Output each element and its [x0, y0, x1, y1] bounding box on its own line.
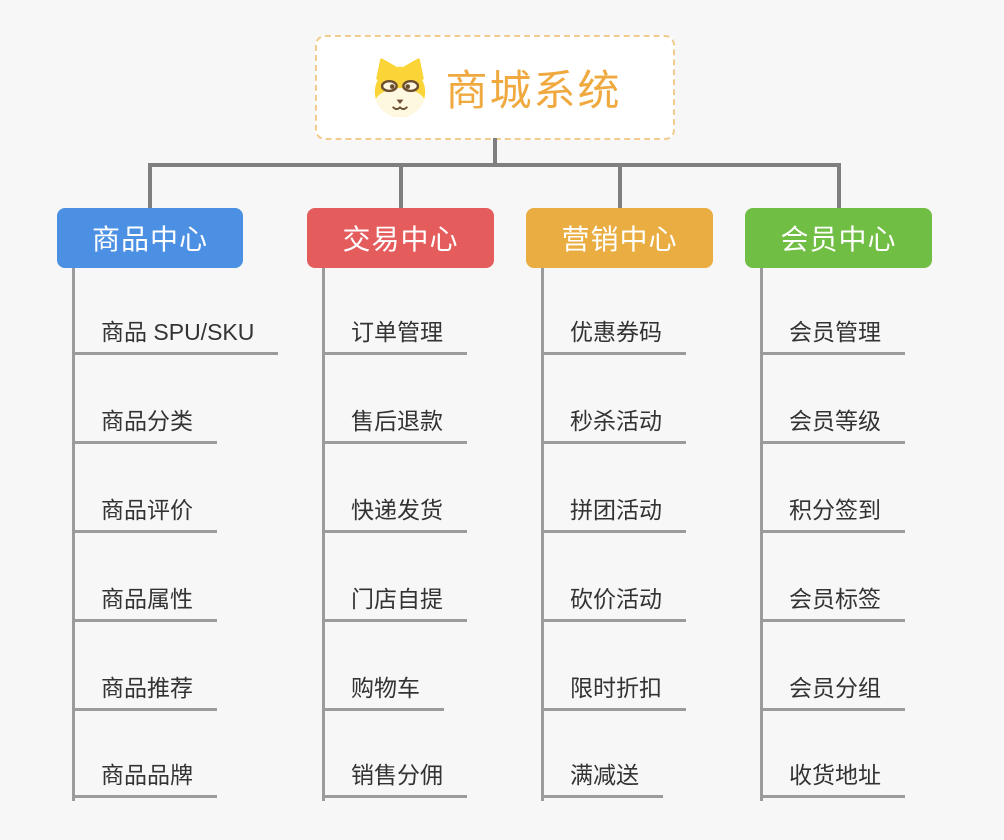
leaf-topic[interactable]: 售后退款	[322, 394, 467, 444]
leaf-topic[interactable]: 满减送	[541, 748, 663, 798]
leaf-topic[interactable]: 拼团活动	[541, 483, 686, 533]
leaf-topic[interactable]: 会员标签	[760, 572, 905, 622]
connector-branch-stem	[148, 163, 152, 210]
dog-face-icon	[375, 57, 426, 117]
connector-branch-stem	[617, 163, 622, 210]
leaf-topic[interactable]: 购物车	[322, 661, 444, 711]
leaf-topic[interactable]: 限时折扣	[541, 661, 686, 711]
leaf-topic[interactable]: 会员等级	[760, 394, 905, 444]
leaf-topic[interactable]: 销售分佣	[322, 748, 467, 798]
leaf-topic[interactable]: 会员管理	[760, 305, 905, 355]
leaf-topic[interactable]: 砍价活动	[541, 572, 686, 622]
branch-node-trade-center[interactable]: 交易中心	[307, 208, 494, 268]
branch-label-member-center: 会员中心	[780, 224, 897, 255]
branch-label-product-center: 商品中心	[91, 224, 208, 255]
branch-column-line	[322, 268, 325, 801]
leaf-topic[interactable]: 商品评价	[72, 483, 217, 533]
branch-column-line	[72, 268, 75, 801]
connector-branch-stem	[836, 163, 841, 210]
leaf-topic[interactable]: 会员分组	[760, 661, 905, 711]
leaf-topic[interactable]: 优惠券码	[541, 305, 686, 355]
leaf-topic[interactable]: 积分签到	[760, 483, 905, 533]
leaf-topic[interactable]: 收货地址	[760, 748, 905, 798]
connector-root-stem	[493, 138, 497, 165]
leaf-topic[interactable]: 秒杀活动	[541, 394, 686, 444]
leaf-topic[interactable]: 商品推荐	[72, 661, 217, 711]
leaf-topic[interactable]: 商品品牌	[72, 748, 217, 798]
root-node[interactable]: 商城系统	[315, 35, 675, 140]
root-label: 商城系统	[445, 67, 622, 114]
branch-column-line	[541, 268, 544, 801]
branch-column-line	[760, 268, 763, 801]
leaf-topic[interactable]: 商品分类	[72, 394, 217, 444]
leaf-topic[interactable]: 门店自提	[322, 572, 467, 622]
leaf-topic[interactable]: 商品 SPU/SKU	[72, 305, 279, 355]
branch-label-trade-center: 交易中心	[342, 224, 459, 255]
branch-node-member-center[interactable]: 会员中心	[745, 208, 932, 268]
leaf-topic[interactable]: 订单管理	[322, 305, 467, 355]
branch-node-marketing-center[interactable]: 营销中心	[526, 208, 713, 268]
leaf-topic[interactable]: 快递发货	[322, 483, 467, 533]
leaf-topic[interactable]: 商品属性	[72, 572, 217, 622]
branch-label-marketing-center: 营销中心	[561, 224, 678, 255]
connector-rail	[149, 163, 839, 167]
branch-node-product-center[interactable]: 商品中心	[57, 208, 243, 268]
connector-branch-stem	[398, 163, 403, 210]
